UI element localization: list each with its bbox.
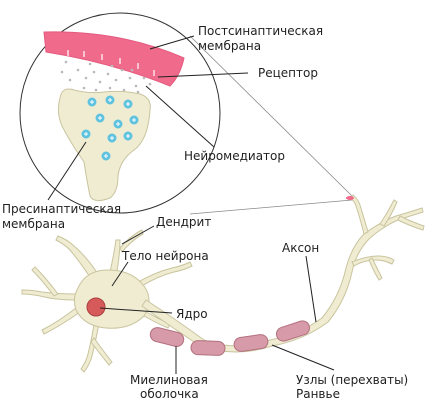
receptor-dot [106, 72, 110, 76]
receptor-dot [130, 68, 134, 72]
leader-lines [47, 35, 335, 374]
axon-leader [305, 255, 317, 323]
label-postsynaptic-2: мембрана [198, 39, 261, 53]
label-nucleus: Ядро [176, 307, 208, 321]
labels: Постсинаптическая мембрана Рецептор Нейр… [2, 24, 408, 401]
label-nodes-1: Узлы (перехваты) [296, 373, 408, 387]
vesicle [95, 113, 105, 123]
neurotransmitter-vesicles [81, 95, 139, 161]
receptor-dot [120, 68, 124, 72]
receptor-dot [60, 70, 64, 74]
label-receptor: Рецептор [258, 66, 318, 80]
dendrite-upper-left [55, 235, 99, 281]
vesicle [123, 99, 133, 109]
dendrite-left [21, 289, 77, 301]
receptor-notches [67, 50, 155, 76]
receptor-dots [60, 60, 152, 94]
postsynaptic-leader [149, 35, 195, 50]
vesicle [87, 97, 97, 107]
receptor-dot [128, 76, 132, 80]
dendrite-lower-branch [90, 337, 113, 366]
receptor-dot [94, 88, 98, 92]
vesicle [123, 131, 133, 141]
axon-branch-low [351, 255, 395, 267]
dendrite-right-upper [137, 261, 193, 287]
receptor-dot [68, 78, 72, 82]
receptor-leader [157, 72, 249, 78]
neurotransmitter-leader [145, 85, 215, 148]
label-cell-body: Тело нейрона [121, 249, 209, 263]
dendrite-left-branch [31, 266, 59, 297]
receptor-dot [114, 78, 118, 82]
receptor-dot [108, 86, 112, 90]
vesicle [107, 133, 117, 143]
myelin-segment [149, 327, 185, 347]
label-presynaptic-2: мембрана [2, 217, 65, 231]
dendrite-leader [121, 225, 155, 245]
cell-body-leader [111, 261, 129, 287]
axon-terminal-marker [346, 196, 354, 200]
receptor-dot [134, 84, 138, 88]
myelin-segment [190, 340, 226, 356]
vesicle [129, 115, 139, 125]
nucleus-leader [99, 307, 173, 314]
axon-branch-right [397, 215, 425, 231]
receptor-dot [98, 80, 102, 84]
receptor-dot [82, 86, 86, 90]
label-myelin-1: Миелиновая [130, 373, 208, 387]
cell-body [73, 269, 150, 329]
axon-branch-top [349, 194, 369, 235]
label-axon: Аксон [282, 241, 319, 255]
receptor-dot [122, 88, 126, 92]
receptor-dot [76, 68, 80, 72]
receptor-dot [142, 76, 146, 80]
myelin-segment [275, 320, 311, 342]
receptor-dot [88, 62, 92, 66]
vesicle [101, 151, 111, 161]
axon-branch-mid [379, 199, 398, 227]
nucleus [86, 297, 106, 317]
nodes-leader [271, 344, 335, 371]
receptor-dot [92, 70, 96, 74]
label-presynaptic-1: Пресинаптическая [2, 202, 121, 216]
vesicle [113, 119, 123, 129]
receptor-dot [84, 76, 88, 80]
receptor-dot [110, 64, 114, 68]
vesicle [105, 95, 115, 105]
dendrite-lower-left [41, 307, 81, 335]
label-dendrite: Дендрит [156, 215, 211, 229]
dendrite-upper [109, 239, 121, 277]
receptor-dot [136, 90, 140, 94]
label-nodes-2: Ранвье [296, 387, 340, 400]
magnification-lines [189, 35, 353, 215]
receptor-dot [148, 82, 152, 86]
vesicle [81, 129, 91, 139]
presynaptic-leader [47, 141, 87, 201]
label-myelin-2: оболочка [140, 387, 199, 400]
receptor-dot [64, 60, 68, 64]
presynaptic-terminal [57, 88, 151, 202]
axon-branch-low2 [368, 257, 383, 281]
postsynaptic-membrane [43, 31, 185, 87]
myelin-segment [233, 334, 269, 352]
label-neurotransmitter: Нейромедиатор [184, 149, 285, 163]
myelin-sheath [149, 320, 311, 356]
label-postsynaptic-1: Постсинаптическая [198, 24, 323, 38]
